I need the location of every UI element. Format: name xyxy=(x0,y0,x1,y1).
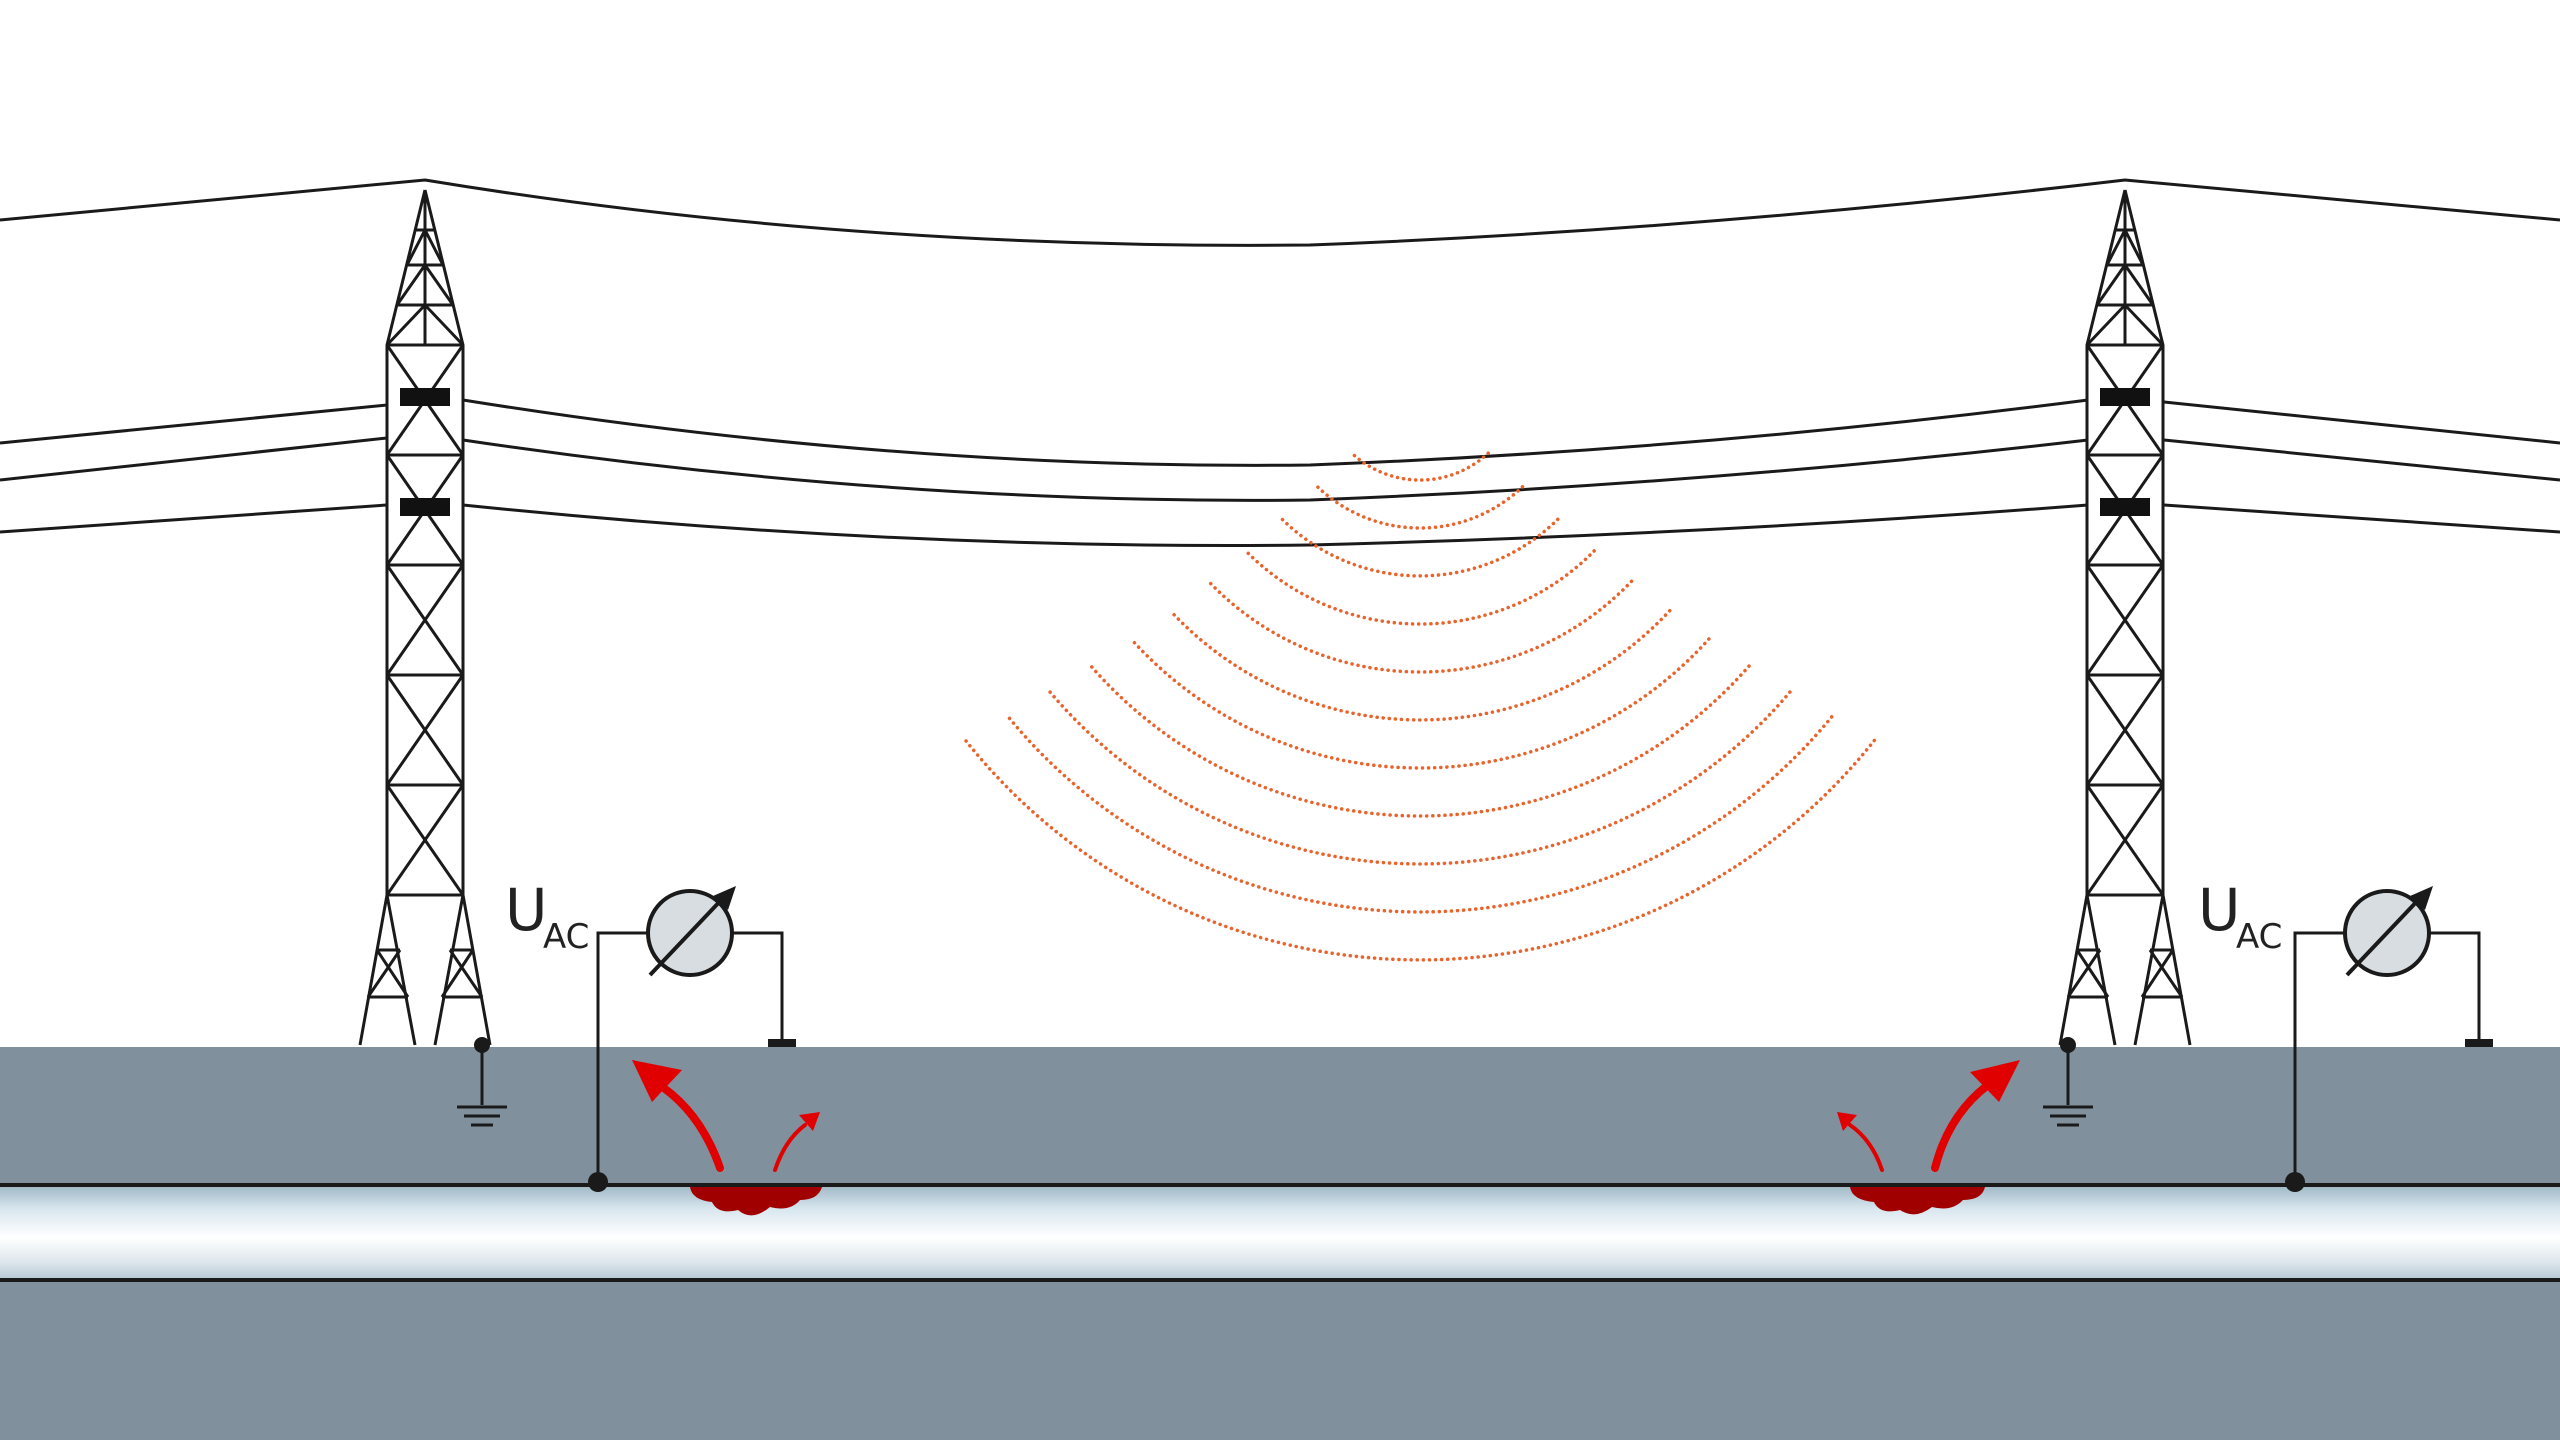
conductor-1 xyxy=(0,398,2560,467)
corrosion-spot-left xyxy=(690,1187,822,1216)
electromagnetic-field xyxy=(963,451,1877,962)
voltage-subscript-left: AC xyxy=(543,917,589,957)
corrosion-spot-right xyxy=(1850,1187,1985,1215)
field-arc xyxy=(1350,451,1490,482)
conductor-2 xyxy=(0,436,2560,502)
voltage-label-left: U xyxy=(505,876,547,944)
field-arc xyxy=(1315,485,1525,530)
conductor-3 xyxy=(0,503,2560,547)
current-arrowheads-right xyxy=(1837,1060,2020,1131)
tower-earthing-left xyxy=(457,1045,507,1127)
tower-ground-node-right xyxy=(2060,1037,2076,1053)
pipeline xyxy=(0,1185,2560,1280)
insulators xyxy=(400,388,2150,516)
measurement-circuit-right: U AC xyxy=(2198,876,2493,1192)
field-arc xyxy=(1006,715,1834,914)
ground-wire xyxy=(0,178,2560,247)
field-arc xyxy=(1168,608,1672,722)
voltage-label-right: U xyxy=(2198,876,2240,944)
field-arc xyxy=(1048,690,1792,866)
field-arc xyxy=(1129,637,1711,770)
measurement-circuit-left: U AC xyxy=(505,876,796,1192)
field-arc xyxy=(1206,579,1634,674)
voltmeter-icon xyxy=(2343,886,2433,977)
tower-ground-node-left xyxy=(474,1037,490,1053)
transmission-tower-left xyxy=(358,188,492,1047)
field-arc xyxy=(1244,549,1596,626)
field-arc xyxy=(963,738,1877,962)
current-arrowheads-left xyxy=(632,1060,820,1131)
field-arc xyxy=(1089,664,1751,818)
field-arc xyxy=(1280,517,1560,578)
tower-earthing-right xyxy=(2043,1045,2093,1127)
transmission-tower-right xyxy=(2058,188,2192,1047)
voltmeter-icon xyxy=(646,886,736,977)
voltage-subscript-right: AC xyxy=(2236,917,2282,957)
overhead-conductors xyxy=(0,178,2560,547)
